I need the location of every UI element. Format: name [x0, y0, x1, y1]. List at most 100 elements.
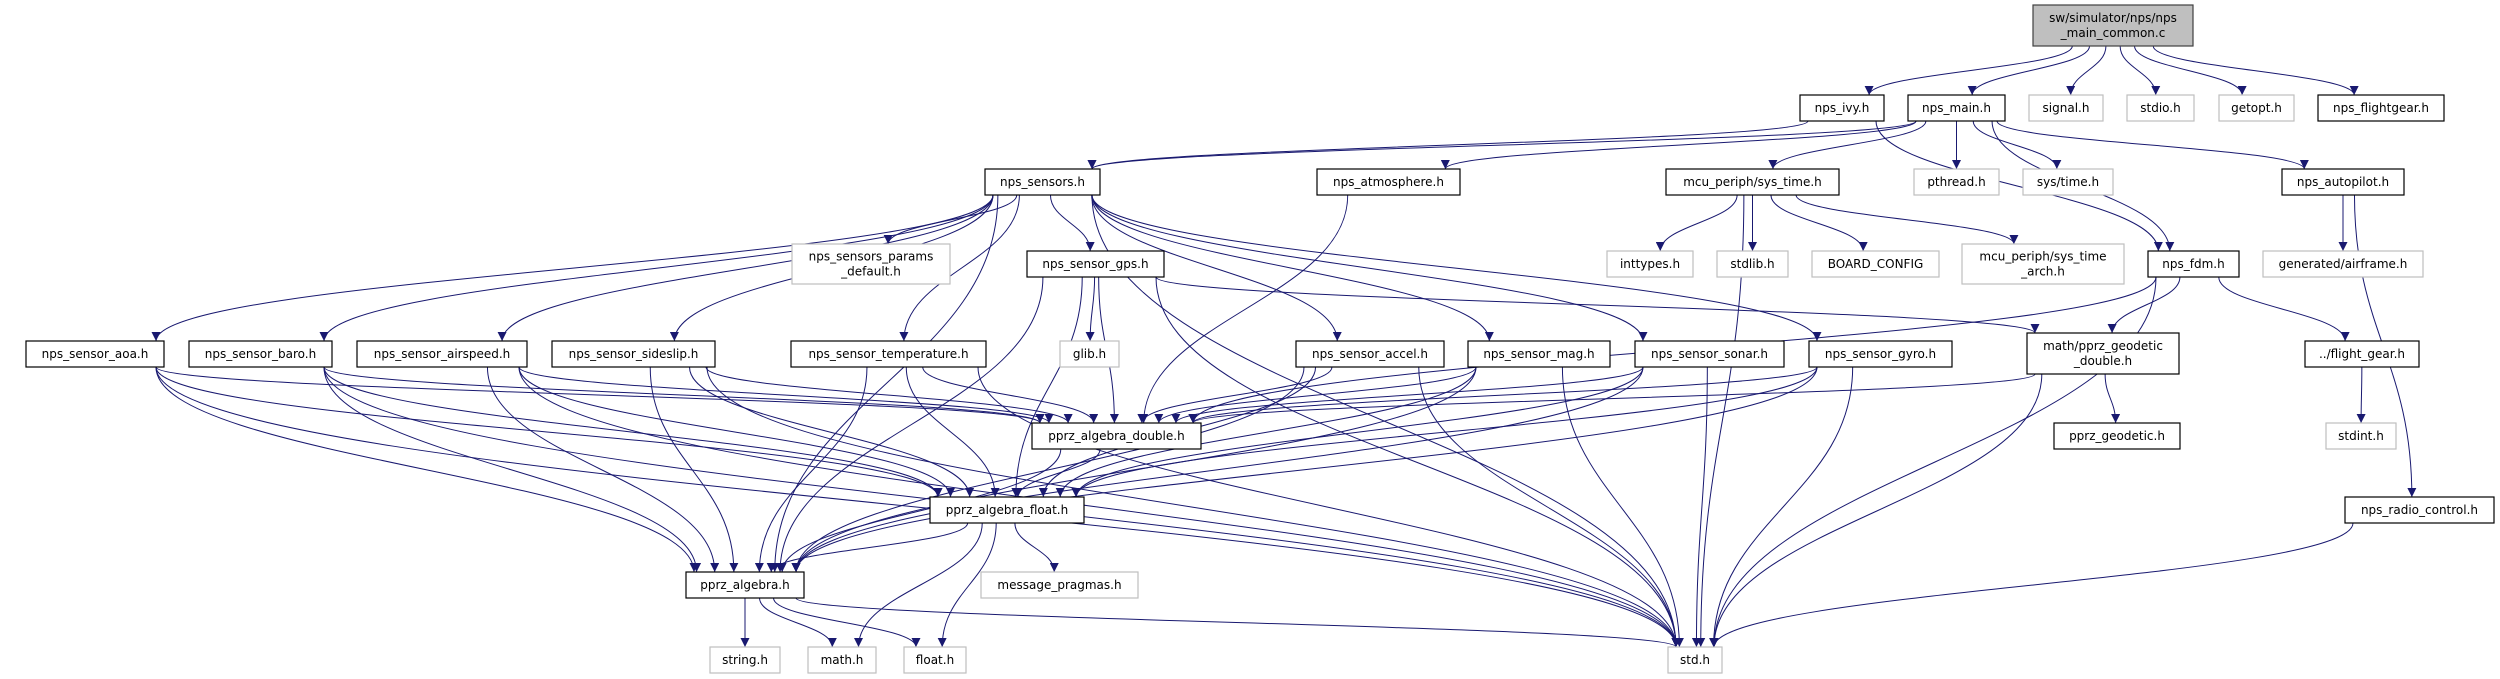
node-sonar[interactable]: nps_sensor_sonar.h	[1634, 340, 1785, 368]
node-geodetic[interactable]: pprz_geodetic.h	[2053, 422, 2181, 450]
node-box	[2028, 94, 2104, 122]
node-baro[interactable]: nps_sensor_baro.h	[188, 340, 333, 368]
node-label: _arch.h	[2020, 265, 2065, 279]
edge-sensors-to-sonar	[1091, 194, 1648, 342]
edge-algfloat-to-math	[854, 522, 983, 648]
node-label: nps_sensor_mag.h	[1483, 347, 1594, 361]
edge-ivy-to-sensors	[1087, 120, 1809, 170]
node-mag[interactable]: nps_sensor_mag.h	[1467, 340, 1611, 368]
node-pragmas[interactable]: message_pragmas.h	[980, 571, 1139, 599]
edge-airspeed-to-alg	[486, 366, 720, 573]
node-atmosphere[interactable]: nps_atmosphere.h	[1316, 168, 1461, 196]
edge-baro-to-algdouble	[323, 366, 1045, 424]
node-airspeed[interactable]: nps_sensor_airspeed.h	[356, 340, 528, 368]
node-sensors[interactable]: nps_sensors.h	[984, 168, 1101, 196]
node-alg[interactable]: pprz_algebra.h	[685, 571, 805, 599]
node-algdouble[interactable]: pprz_algebra_double.h	[1031, 422, 1202, 450]
node-label: nps_atmosphere.h	[1333, 175, 1444, 189]
edge-aoa-to-std	[155, 366, 1681, 648]
node-inttypes[interactable]: inttypes.h	[1606, 250, 1694, 278]
node-box	[1811, 250, 1940, 278]
edge-geodouble-to-geodetic	[2104, 373, 2121, 424]
node-box	[2147, 250, 2240, 278]
edge-systime-to-systimearch	[1795, 194, 2019, 245]
node-box	[2022, 168, 2114, 196]
node-stdio[interactable]: stdio.h	[2126, 94, 2195, 122]
node-label: nps_sensor_sideslip.h	[569, 347, 699, 361]
node-box	[2032, 4, 2194, 47]
node-string[interactable]: string.h	[709, 646, 781, 674]
node-systime[interactable]: mcu_periph/sys_time.h	[1665, 168, 1840, 196]
edge-algfloat-to-alg	[766, 522, 969, 573]
node-box	[2344, 496, 2495, 524]
node-radio[interactable]: nps_radio_control.h	[2344, 496, 2495, 524]
node-label: nps_radio_control.h	[2361, 503, 2478, 517]
node-box	[2281, 168, 2405, 196]
node-sideslip[interactable]: nps_sensor_sideslip.h	[551, 340, 716, 368]
edge-mag-to-algfloat	[1055, 366, 1477, 498]
node-box	[1059, 340, 1120, 368]
node-float[interactable]: float.h	[903, 646, 967, 674]
node-pthread[interactable]: pthread.h	[1913, 168, 2000, 196]
node-label: nps_sensors_params	[809, 250, 934, 264]
node-box	[984, 168, 1101, 196]
node-root[interactable]: sw/simulator/nps/nps_main_common.c	[2032, 4, 2194, 47]
node-flightgear[interactable]: nps_flightgear.h	[2317, 94, 2445, 122]
node-params[interactable]: nps_sensors_params_default.h	[791, 243, 951, 285]
node-geodouble[interactable]: math/pprz_geodetic_double.h	[2026, 332, 2180, 375]
node-label: nps_ivy.h	[1815, 101, 1870, 115]
node-algfloat[interactable]: pprz_algebra_float.h	[929, 496, 1085, 524]
node-label: nps_fdm.h	[2162, 257, 2224, 271]
node-gyro[interactable]: nps_sensor_gyro.h	[1808, 340, 1953, 368]
edge-sideslip-to-alg	[649, 366, 739, 573]
node-label: pthread.h	[1927, 175, 1985, 189]
edge-temperature-to-std	[977, 366, 1681, 648]
node-fdm[interactable]: nps_fdm.h	[2147, 250, 2240, 278]
node-gps[interactable]: nps_sensor_gps.h	[1026, 250, 1165, 278]
node-label: nps_flightgear.h	[2333, 101, 2429, 115]
node-glib[interactable]: glib.h	[1059, 340, 1120, 368]
edge-alg-to-float	[773, 597, 921, 648]
node-systimearch[interactable]: mcu_periph/sys_time_arch.h	[1961, 243, 2125, 285]
node-label: _double.h	[2073, 354, 2132, 368]
node-label: inttypes.h	[1620, 257, 1680, 271]
node-accel[interactable]: nps_sensor_accel.h	[1295, 340, 1445, 368]
node-systimeh[interactable]: sys/time.h	[2022, 168, 2114, 196]
node-flightgearh[interactable]: ../flight_gear.h	[2304, 340, 2420, 368]
node-box	[551, 340, 716, 368]
node-stdint[interactable]: stdint.h	[2325, 422, 2397, 450]
node-stdlib[interactable]: stdlib.h	[1716, 250, 1789, 278]
node-box	[2262, 250, 2424, 278]
edge-gps-to-alg	[775, 276, 1044, 573]
edge-gyro-to-alg	[791, 366, 1818, 573]
node-label: glib.h	[1073, 347, 1106, 361]
node-label: generated/airframe.h	[2279, 257, 2408, 271]
node-ivy[interactable]: nps_ivy.h	[1799, 94, 1885, 122]
node-box	[1913, 168, 2000, 196]
node-box	[1031, 422, 1202, 450]
node-autopilot[interactable]: nps_autopilot.h	[2281, 168, 2405, 196]
node-main[interactable]: nps_main.h	[1907, 94, 2006, 122]
edge-accel-to-algdouble	[1137, 366, 1333, 424]
edge-sonar-to-algdouble	[1171, 366, 1644, 424]
node-label: ../flight_gear.h	[2319, 347, 2405, 361]
node-getopt[interactable]: getopt.h	[2218, 94, 2295, 122]
edge-systime-to-board	[1770, 194, 1868, 252]
node-math[interactable]: math.h	[807, 646, 877, 674]
edge-algfloat-to-float	[937, 522, 997, 648]
node-aoa[interactable]: nps_sensor_aoa.h	[25, 340, 165, 368]
edge-sensors-to-baro	[319, 194, 994, 342]
node-signal[interactable]: signal.h	[2028, 94, 2104, 122]
node-box	[1467, 340, 1611, 368]
node-board[interactable]: BOARD_CONFIG	[1811, 250, 1940, 278]
node-std[interactable]: std.h	[1667, 646, 1723, 674]
node-box	[1295, 340, 1445, 368]
edge-temperature-to-algfloat	[905, 366, 1000, 498]
node-temperature[interactable]: nps_sensor_temperature.h	[790, 340, 987, 368]
node-airframe[interactable]: generated/airframe.h	[2262, 250, 2424, 278]
edge-sideslip-to-std	[706, 366, 1681, 648]
node-box	[1606, 250, 1694, 278]
edge-root-to-stdio	[2119, 45, 2161, 96]
node-label: std.h	[1680, 653, 1710, 667]
edge-gyro-to-algdouble	[1188, 366, 1818, 424]
